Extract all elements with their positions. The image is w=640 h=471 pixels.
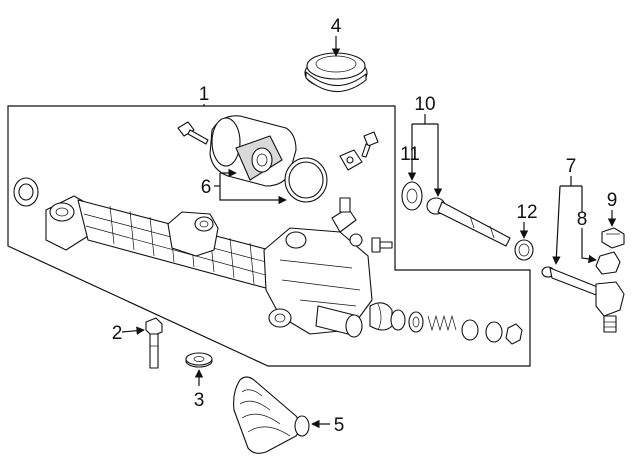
motor-o-ring-part[interactable]: [284, 157, 328, 203]
tie-rod-ring-part[interactable]: [514, 239, 534, 261]
callout-1: 1: [199, 84, 210, 105]
leader-6b: [219, 173, 287, 205]
sensor-bracket-part[interactable]: [339, 131, 379, 171]
yoke-seal-parts[interactable]: [369, 302, 523, 345]
callout-2: 2: [112, 323, 123, 344]
motor-unit-part[interactable]: [209, 115, 297, 187]
rack-housing-part[interactable]: [45, 195, 373, 338]
boot-part[interactable]: [233, 376, 310, 454]
callout-8: 8: [577, 209, 588, 230]
callout-10: 10: [414, 94, 435, 115]
callout-7: 7: [566, 156, 577, 177]
washer-part[interactable]: [185, 352, 213, 368]
callout-6: 6: [201, 177, 212, 198]
outer-tie-rod-end-part[interactable]: [541, 266, 625, 333]
inner-tie-rod-part[interactable]: [426, 197, 511, 247]
leader-8: [581, 228, 597, 264]
o-ring-left-part[interactable]: [13, 177, 39, 207]
callout-4: 4: [331, 16, 342, 37]
gear-small-parts[interactable]: [349, 233, 393, 253]
dust-seal-part[interactable]: [304, 52, 368, 93]
mounting-bolt-part[interactable]: [145, 317, 163, 369]
callout-5: 5: [334, 415, 345, 436]
leader-2: [121, 326, 145, 335]
callout-12: 12: [516, 202, 537, 223]
motor-bolt-part[interactable]: [177, 121, 209, 145]
callout-9: 9: [607, 190, 618, 211]
callout-11: 11: [400, 144, 420, 165]
lock-washer-part[interactable]: [401, 181, 423, 211]
boot-cap-part[interactable]: [595, 251, 621, 275]
assembly-outline: [7, 105, 531, 367]
callout-3: 3: [194, 390, 205, 411]
leader-7a: [552, 185, 561, 265]
castle-nut-part[interactable]: [601, 227, 625, 249]
